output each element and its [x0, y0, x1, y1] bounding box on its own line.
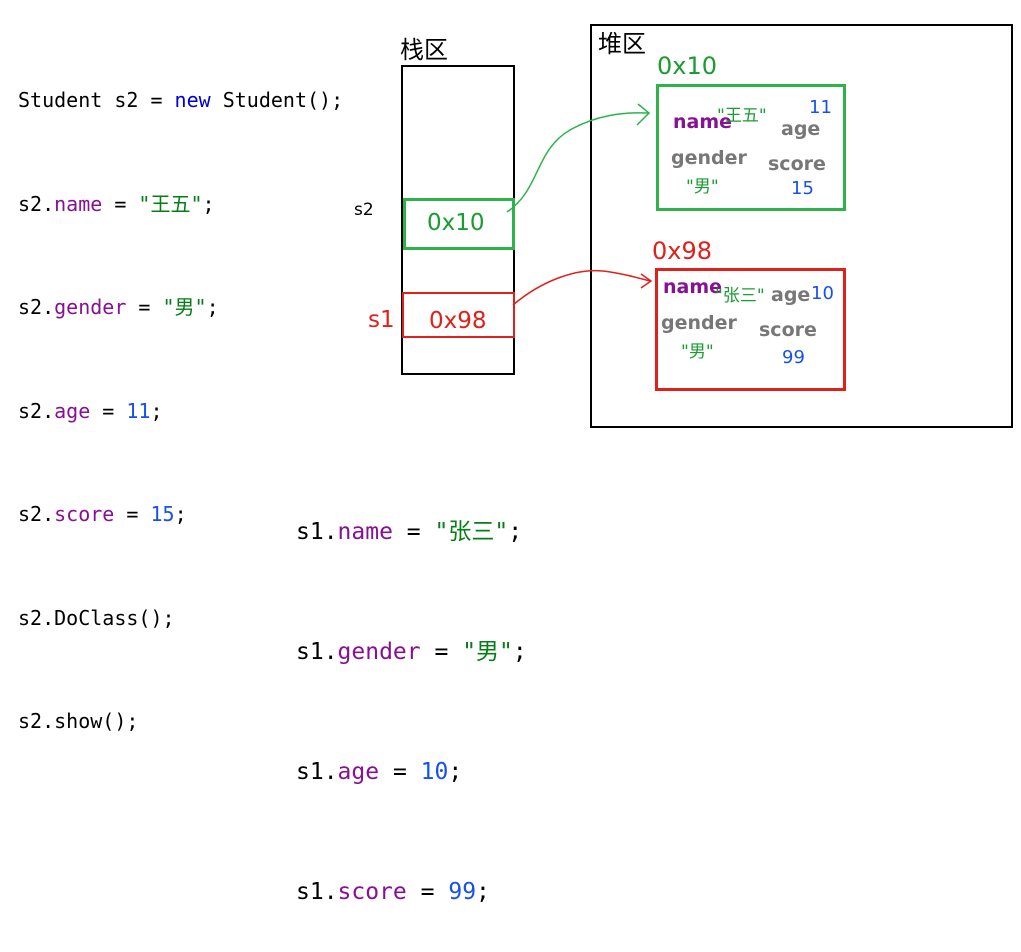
object-1-box — [656, 84, 846, 211]
s1-reference-arrow — [512, 269, 651, 306]
code-line: s1.age = 10; — [296, 759, 463, 785]
object-2-score-key: score — [759, 319, 817, 341]
object-1-name-value: "王五" — [717, 106, 767, 126]
s2-reference-arrow — [506, 112, 649, 213]
code-line: s2.show(); — [18, 709, 139, 733]
s2-arrow-head — [636, 103, 651, 126]
object-2-age-key: age — [771, 284, 811, 306]
object-1-age-value: 11 — [809, 97, 832, 118]
code-line: s2.score = 15; — [18, 502, 187, 526]
s2-stack-cell — [403, 198, 515, 250]
code-line: Student s2 = new Student(); — [18, 88, 344, 112]
object-2-name-key: name — [663, 276, 723, 298]
object-1-score-key: score — [768, 153, 826, 175]
heap-title: 堆区 — [598, 30, 646, 58]
object-2-address: 0x98 — [652, 237, 713, 265]
object-2-score-value: 99 — [782, 347, 805, 368]
s1-variable-label: s1 — [368, 307, 395, 333]
object-1-name-key: name — [673, 111, 733, 133]
object-2-name-value: "张三" — [715, 286, 765, 306]
object-2-age-value: 10 — [811, 283, 834, 304]
code-block-s2: Student s2 = new Student(); s2.name = "王… — [18, 14, 343, 773]
code-line: s1.gender = "男"; — [296, 639, 527, 665]
object-2-box — [655, 268, 846, 391]
object-1-score-value: 15 — [791, 178, 814, 199]
code-line: s2.age = 11; — [18, 398, 163, 423]
s2-reference-value: 0x10 — [427, 210, 485, 236]
s1-stack-cell — [402, 292, 515, 338]
code-line: s1.score = 99; — [296, 879, 490, 905]
code-line: s1.name = "张三"; — [296, 519, 523, 545]
reference-arrows — [506, 103, 653, 306]
object-2-gender-key: gender — [661, 312, 737, 334]
object-1-gender-key: gender — [671, 147, 747, 169]
stack-title: 栈区 — [400, 36, 448, 64]
code-line: s2.DoClass(); — [18, 605, 175, 630]
object-1-age-key: age — [781, 118, 821, 140]
code-line: s2.gender = "男"; — [18, 295, 219, 319]
s1-reference-value: 0x98 — [429, 308, 487, 334]
object-1-address: 0x10 — [657, 52, 718, 80]
heap-region — [590, 24, 1013, 428]
s2-variable-label: s2 — [354, 200, 374, 220]
object-1-gender-value: "男" — [686, 177, 719, 197]
s1-arrow-head — [640, 273, 653, 289]
code-line: s2.name = "王五"; — [18, 191, 215, 216]
object-2-gender-value: "男" — [681, 342, 714, 362]
